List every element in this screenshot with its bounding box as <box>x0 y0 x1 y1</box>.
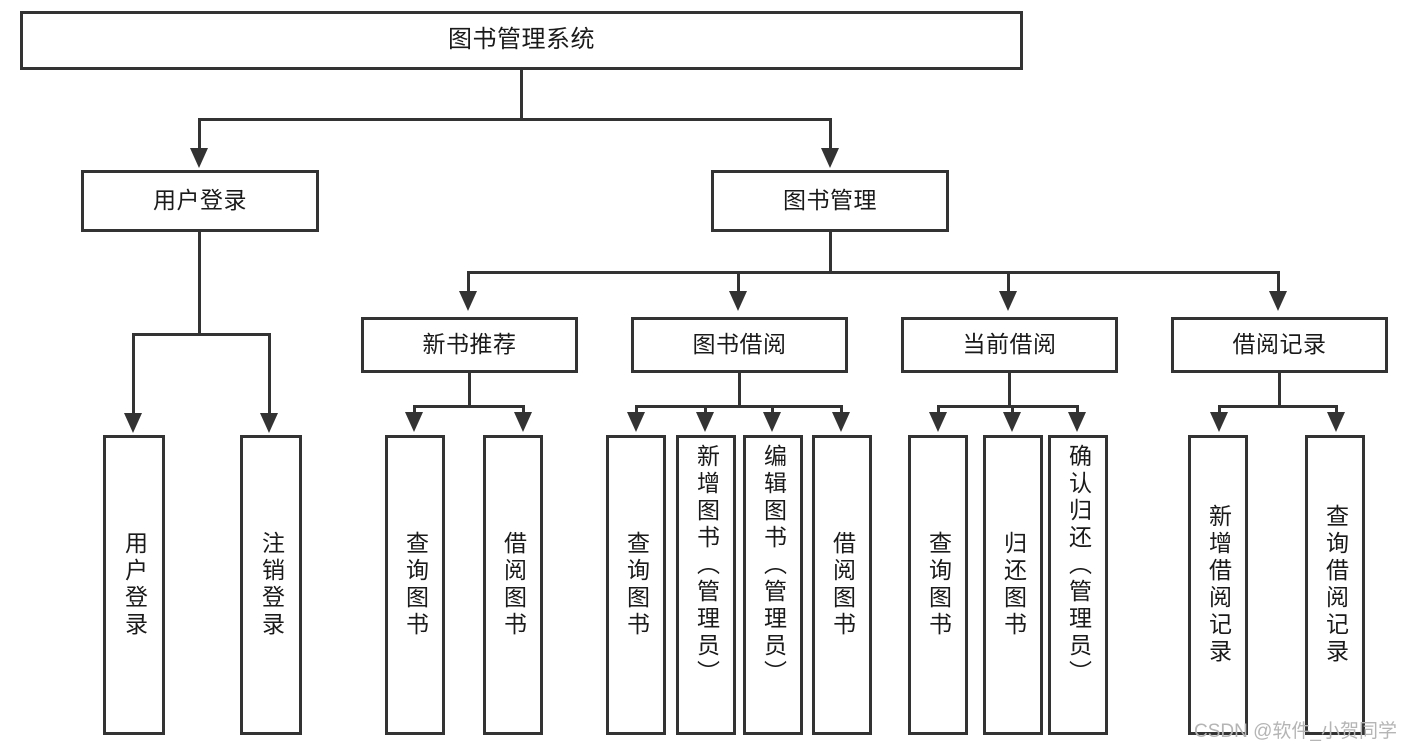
connector-user-login-to-logout-leaf <box>268 333 271 415</box>
csdn-watermark: CSDN @软件_小贺同学 <box>1194 721 1397 742</box>
arrowhead-user-login-to-login-leaf <box>124 413 142 433</box>
arrowhead-cb-to-return-book <box>1003 412 1021 432</box>
connector-root-stem <box>520 70 523 118</box>
connector-cb-to-confirm-return <box>1076 405 1079 414</box>
arrowhead-bm-to-new-book <box>459 291 477 311</box>
connector-bb-to-edit-book <box>771 405 774 414</box>
connector-root-to-book-management <box>829 118 832 150</box>
connector-bm-to-current-borrow <box>1007 271 1010 293</box>
node-label: 用户登录 <box>153 187 247 214</box>
node-label: 当前借阅 <box>962 331 1057 358</box>
leaf-nbr-borrow-book[interactable]: 借阅图书 <box>483 435 543 735</box>
connector-br-to-add-record <box>1218 405 1221 414</box>
arrowhead-cb-to-query-book <box>929 412 947 432</box>
arrowhead-nbr-to-borrow-book <box>514 412 532 432</box>
leaf-bb-query-book[interactable]: 查询图书 <box>606 435 666 735</box>
node-label: 查询图书 <box>402 531 429 639</box>
connector-bb-stem <box>738 373 741 407</box>
connector-cb-bus <box>937 405 1079 408</box>
connector-bm-to-borrow-record <box>1277 271 1280 293</box>
arrowhead-cb-to-confirm-return <box>1068 412 1086 432</box>
arrowhead-user-login-to-logout-leaf <box>260 413 278 433</box>
arrowhead-bb-to-query-book <box>627 412 645 432</box>
leaf-bb-borrow-book[interactable]: 借阅图书 <box>812 435 872 735</box>
connector-bb-to-add-book <box>704 405 707 414</box>
leaf-br-add-record[interactable]: 新增借阅记录 <box>1188 435 1248 735</box>
node-label: 查询图书 <box>925 531 952 639</box>
connector-bb-bus <box>635 405 843 408</box>
connector-br-stem <box>1278 373 1281 407</box>
arrowhead-root-to-user-login <box>190 148 208 168</box>
arrowhead-br-to-add-record <box>1210 412 1228 432</box>
node-label: 确认归还（管理员） <box>1065 444 1092 687</box>
connector-bb-to-query-book <box>635 405 638 414</box>
leaf-user-login[interactable]: 用户登录 <box>103 435 165 735</box>
node-label: 归还图书 <box>1000 531 1027 639</box>
connector-cb-to-return-book <box>1011 405 1014 414</box>
connector-br-bus <box>1218 405 1338 408</box>
node-label: 查询图书 <box>623 531 650 639</box>
node-label: 图书借阅 <box>692 331 787 358</box>
node-label: 借阅图书 <box>829 531 856 639</box>
connector-bm-to-new-book <box>467 271 470 293</box>
connector-user-login-to-login-leaf <box>132 333 135 415</box>
connector-root-bus <box>198 118 832 121</box>
connector-br-to-query-record <box>1335 405 1338 414</box>
node-borrow-record[interactable]: 借阅记录 <box>1171 317 1388 373</box>
leaf-user-logout[interactable]: 注销登录 <box>240 435 302 735</box>
connector-book-management-bus <box>467 271 1278 274</box>
leaf-bb-edit-book[interactable]: 编辑图书（管理员） <box>743 435 803 735</box>
node-book-borrow[interactable]: 图书借阅 <box>631 317 848 373</box>
arrowhead-br-to-query-record <box>1327 412 1345 432</box>
node-root-book-management-system[interactable]: 图书管理系统 <box>20 11 1023 70</box>
arrowhead-bb-to-edit-book <box>763 412 781 432</box>
connector-user-login-stem <box>198 232 201 335</box>
node-label: 编辑图书（管理员） <box>760 444 787 687</box>
connector-nbr-to-query-book <box>413 405 416 414</box>
node-label: 图书管理 <box>783 187 877 214</box>
connector-bm-to-book-borrow <box>737 271 740 293</box>
connector-bb-to-borrow-book <box>840 405 843 414</box>
node-label: 用户登录 <box>121 531 148 639</box>
node-label: 新增借阅记录 <box>1205 504 1232 666</box>
arrowhead-bb-to-add-book <box>696 412 714 432</box>
node-new-book-recommend[interactable]: 新书推荐 <box>361 317 578 373</box>
node-label: 图书管理系统 <box>448 26 595 54</box>
connector-cb-to-query-book <box>937 405 940 414</box>
leaf-cb-query-book[interactable]: 查询图书 <box>908 435 968 735</box>
connector-cb-stem <box>1008 373 1011 407</box>
leaf-bb-add-book[interactable]: 新增图书（管理员） <box>676 435 736 735</box>
arrowhead-bm-to-book-borrow <box>729 291 747 311</box>
leaf-cb-return-book[interactable]: 归还图书 <box>983 435 1043 735</box>
arrowhead-bm-to-current-borrow <box>999 291 1017 311</box>
connector-root-to-user-login <box>198 118 201 150</box>
node-user-login[interactable]: 用户登录 <box>81 170 319 232</box>
connector-nbr-stem <box>468 373 471 407</box>
leaf-nbr-query-book[interactable]: 查询图书 <box>385 435 445 735</box>
connector-book-management-stem <box>829 232 832 273</box>
connector-nbr-to-borrow-book <box>522 405 525 414</box>
node-label: 新书推荐 <box>422 331 517 358</box>
arrowhead-bm-to-borrow-record <box>1269 291 1287 311</box>
leaf-br-query-record[interactable]: 查询借阅记录 <box>1305 435 1365 735</box>
node-label: 注销登录 <box>258 531 285 639</box>
node-label: 借阅记录 <box>1232 331 1327 358</box>
connector-user-login-bus <box>132 333 270 336</box>
node-label: 借阅图书 <box>500 531 527 639</box>
leaf-cb-confirm-return[interactable]: 确认归还（管理员） <box>1048 435 1108 735</box>
arrowhead-nbr-to-query-book <box>405 412 423 432</box>
node-current-borrow[interactable]: 当前借阅 <box>901 317 1118 373</box>
arrowhead-bb-to-borrow-book <box>832 412 850 432</box>
node-book-management[interactable]: 图书管理 <box>711 170 949 232</box>
arrowhead-root-to-book-management <box>821 148 839 168</box>
connector-nbr-bus <box>413 405 525 408</box>
node-label: 新增图书（管理员） <box>693 444 720 687</box>
node-label: 查询借阅记录 <box>1322 504 1349 666</box>
